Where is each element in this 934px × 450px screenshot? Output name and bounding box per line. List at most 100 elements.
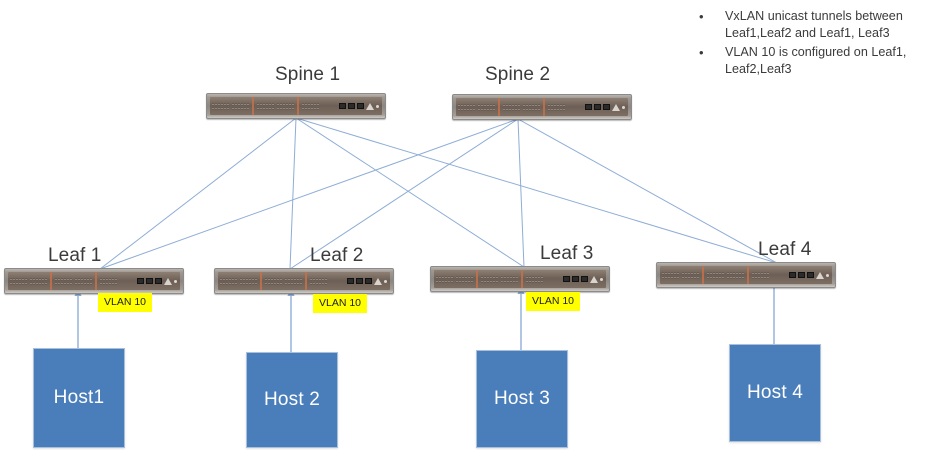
port	[317, 106, 319, 110]
port	[294, 277, 296, 281]
port	[277, 106, 279, 110]
host-box-host3[interactable]: Host 3	[476, 350, 568, 448]
spine-switch-spine2[interactable]	[452, 94, 632, 120]
port	[504, 279, 506, 283]
port	[487, 103, 489, 107]
port	[458, 103, 460, 107]
port	[235, 102, 237, 106]
port	[563, 107, 565, 111]
port	[481, 107, 483, 111]
host-box-host4[interactable]: Host 4	[729, 344, 821, 442]
port	[535, 107, 537, 111]
host-box-host2[interactable]: Host 2	[246, 352, 338, 448]
spine-switch-spine1[interactable]	[206, 93, 386, 119]
port	[78, 277, 80, 281]
vlan-tag-leaf2: VLAN 10	[313, 294, 368, 313]
port	[243, 281, 245, 285]
port	[13, 281, 15, 285]
port-row	[682, 275, 699, 279]
port	[106, 277, 108, 281]
port-group	[707, 271, 724, 279]
leaf-switch-leaf2[interactable]	[214, 268, 394, 294]
leaf-switch-leaf4[interactable]	[656, 262, 836, 288]
port	[677, 275, 679, 279]
port	[310, 281, 312, 285]
spine-switch-label-spine1: Spine 1	[275, 64, 341, 85]
port	[39, 281, 41, 285]
port	[243, 277, 245, 281]
port	[285, 281, 287, 285]
port-row	[481, 275, 498, 279]
port	[767, 271, 769, 275]
port	[240, 281, 242, 285]
port	[36, 277, 38, 281]
port	[509, 107, 511, 111]
port	[758, 271, 760, 275]
port	[212, 102, 214, 106]
port	[280, 277, 282, 281]
port	[456, 275, 458, 279]
status-led-icon	[826, 273, 829, 277]
sfp-port	[789, 272, 796, 278]
port	[685, 271, 687, 275]
port-row	[277, 102, 294, 106]
port	[272, 106, 274, 110]
port	[238, 102, 240, 106]
port	[249, 277, 251, 281]
port	[526, 279, 528, 283]
leaf-switch-leaf1[interactable]	[4, 268, 184, 294]
port	[232, 102, 234, 106]
port	[87, 277, 89, 281]
port-bank	[210, 97, 322, 115]
port-row	[285, 277, 302, 281]
port-row	[752, 275, 769, 279]
port	[271, 277, 273, 281]
sfp-port	[563, 276, 570, 282]
port	[487, 275, 489, 279]
port	[694, 275, 696, 279]
port-group	[232, 102, 249, 110]
port	[697, 271, 699, 275]
port-bank	[8, 272, 120, 290]
port	[518, 103, 520, 107]
port	[316, 277, 318, 281]
port	[464, 103, 466, 107]
host-label: Host 2	[263, 389, 321, 410]
port	[691, 275, 693, 279]
port	[112, 277, 114, 281]
port	[277, 102, 279, 106]
port	[478, 107, 480, 111]
port-group	[456, 275, 473, 283]
port-divider	[702, 266, 704, 284]
port-group	[285, 277, 302, 285]
port	[448, 275, 450, 279]
port	[90, 281, 92, 285]
port	[241, 102, 243, 106]
port	[247, 106, 249, 110]
port-row	[232, 102, 249, 106]
port	[503, 107, 505, 111]
port-row	[100, 277, 117, 281]
port	[532, 279, 534, 283]
port	[471, 275, 473, 279]
port-group	[523, 103, 540, 111]
port	[283, 106, 285, 110]
port-divider	[521, 270, 523, 288]
port	[221, 102, 223, 106]
port	[300, 281, 302, 285]
port	[22, 281, 24, 285]
port	[235, 277, 237, 281]
port-row	[257, 102, 274, 106]
port	[45, 277, 47, 281]
port	[269, 102, 271, 106]
port	[260, 102, 262, 106]
host-box-host1[interactable]: Host1	[33, 348, 125, 448]
port	[722, 271, 724, 275]
port	[529, 103, 531, 107]
port-divider	[498, 98, 500, 116]
port	[523, 103, 525, 107]
port	[325, 277, 327, 281]
leaf-switch-leaf3[interactable]	[430, 266, 610, 292]
port	[465, 279, 467, 283]
port	[467, 107, 469, 111]
